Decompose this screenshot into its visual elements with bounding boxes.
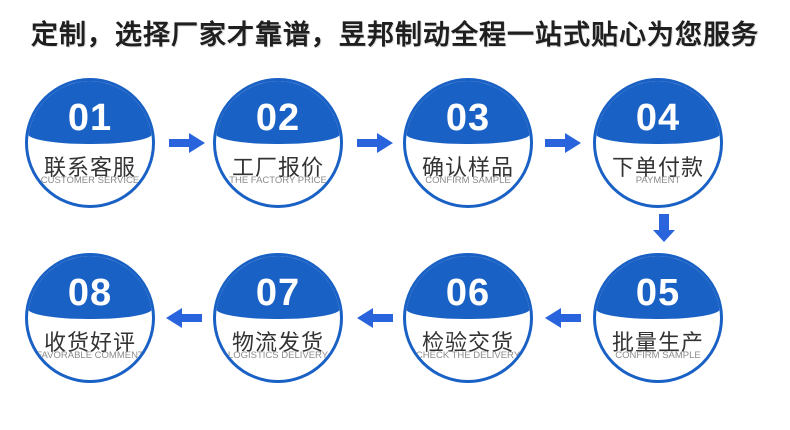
step-sublabel: CONFIRM SAMPLE	[615, 350, 701, 361]
step-label: 联系客服	[43, 155, 136, 180]
step-number: 05	[635, 271, 681, 314]
step-number-badge: 06	[406, 256, 530, 320]
step-number: 01	[67, 96, 113, 139]
section-title: 定制，选择厂家才靠谱，昱邦制动全程一站式贴心为您服务	[31, 20, 759, 50]
arrow-left-icon	[166, 308, 202, 328]
step-number: 04	[635, 96, 681, 139]
step-number: 03	[445, 96, 491, 139]
step-circle-06: 06 检验交货 CHECK THE DELIVERY	[403, 253, 533, 383]
step-label: 收货好评	[43, 330, 136, 355]
step-number-badge: 03	[406, 81, 530, 145]
step-circle-02: 02 工厂报价 THE FACTORY PRICE	[213, 78, 343, 208]
step-number-badge: 01	[28, 81, 152, 145]
step-number-badge: 05	[596, 256, 720, 320]
step-number: 07	[255, 271, 301, 314]
arrow-left-icon	[545, 308, 581, 328]
step-number-badge: 02	[216, 81, 340, 145]
arrow-left-icon	[357, 308, 393, 328]
step-label: 检验交货	[421, 330, 514, 355]
step-label: 下单付款	[611, 155, 704, 180]
arrow-down-icon	[653, 214, 675, 242]
arrow-right-icon	[545, 133, 581, 153]
step-circle-07: 07 物流发货 LOGISTICS DELIVERY	[213, 253, 343, 383]
step-sublabel: CUSTOMER SERVICE	[40, 175, 140, 186]
step-label: 物流发货	[231, 330, 324, 355]
step-number: 06	[445, 271, 491, 314]
step-label: 工厂报价	[231, 155, 324, 180]
step-circle-08: 08 收货好评 FAVORABLE COMMENT	[25, 253, 155, 383]
step-number-badge: 04	[596, 81, 720, 145]
arrow-right-icon	[169, 133, 205, 153]
step-label: 确认样品	[421, 155, 514, 180]
step-circle-03: 03 确认样品 CONFIRM SAMPLE	[403, 78, 533, 208]
step-label: 批量生产	[611, 330, 704, 355]
step-sublabel: THE FACTORY PRICE	[229, 175, 327, 186]
step-circle-01: 01 联系客服 CUSTOMER SERVICE	[25, 78, 155, 208]
step-sublabel: LOGISTICS DELIVERY	[227, 350, 329, 361]
step-circle-04: 04 下单付款 PAYMENT	[593, 78, 723, 208]
step-sublabel: PAYMENT	[635, 175, 681, 186]
arrow-right-icon	[357, 133, 393, 153]
step-circle-05: 05 批量生产 CONFIRM SAMPLE	[593, 253, 723, 383]
step-sublabel: FAVORABLE COMMENT	[36, 350, 144, 361]
step-number-badge: 07	[216, 256, 340, 320]
step-number: 08	[67, 271, 113, 314]
step-sublabel: CONFIRM SAMPLE	[425, 175, 511, 186]
step-number: 02	[255, 96, 301, 139]
step-number-badge: 08	[28, 256, 152, 320]
step-sublabel: CHECK THE DELIVERY	[415, 350, 521, 361]
